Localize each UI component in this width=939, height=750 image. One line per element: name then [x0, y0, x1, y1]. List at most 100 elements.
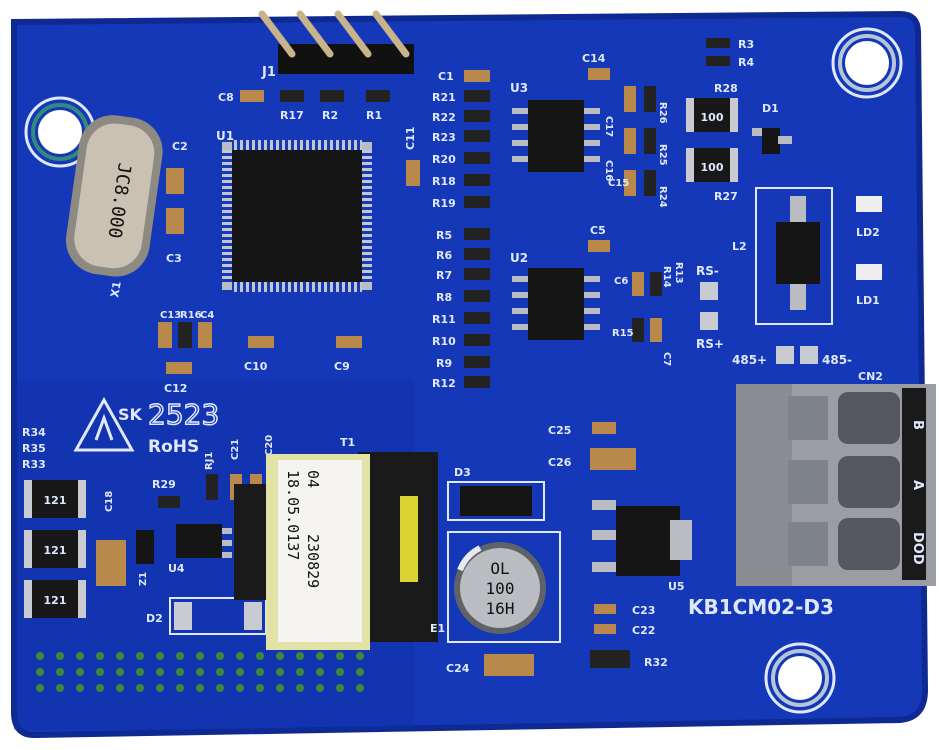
diode-d3	[460, 486, 532, 516]
label-c13: C13	[160, 310, 181, 321]
resistor-r28: 100	[686, 98, 738, 132]
label-c7: C7	[661, 352, 672, 366]
label-l2: L2	[732, 240, 747, 253]
label-r14: R14	[661, 266, 672, 288]
capacitor-e1	[454, 542, 546, 634]
label-r34: R34	[22, 426, 46, 439]
resistor-r29	[158, 496, 180, 508]
label-c16: C16	[603, 160, 614, 181]
label-c23: C23	[632, 604, 655, 617]
label-u3: U3	[510, 81, 528, 95]
resistor-rj1	[206, 474, 218, 500]
crystal-x1: JC8.000	[65, 115, 163, 277]
label-d1: D1	[762, 102, 779, 115]
capacitor-c18	[96, 540, 126, 586]
label-r27: R27	[714, 190, 738, 203]
label-c4: C4	[200, 310, 214, 321]
transformer-marking-2: 04	[304, 470, 322, 488]
label-u5: U5	[668, 580, 685, 593]
resistor-r32	[590, 650, 630, 668]
pad-rs-minus	[700, 282, 718, 300]
led-ld1	[856, 264, 882, 280]
resistor-r35: 121	[24, 530, 86, 568]
mcu-u1	[222, 140, 372, 292]
resistor-r28-marking: 100	[701, 111, 724, 124]
pad-485-plus	[776, 346, 794, 364]
transformer-marking-3: 230829	[304, 534, 322, 588]
label-r33: R33	[22, 458, 46, 471]
capacitor-c5	[588, 240, 610, 252]
pad-485-minus	[800, 346, 818, 364]
label-u1: U1	[216, 129, 234, 143]
regulator-u5	[592, 500, 692, 576]
capacitor-c23	[594, 604, 616, 614]
label-r19: R19	[432, 197, 456, 210]
capacitor-c4	[198, 322, 212, 348]
transformer-t1	[234, 452, 438, 650]
capacitor-c9	[336, 336, 362, 348]
label-c22: C22	[632, 624, 655, 637]
capacitor-c13	[158, 322, 172, 348]
transformer-marking-1: 18.05.0137	[284, 470, 302, 560]
label-r20: R20	[432, 153, 456, 166]
label-r26: R26	[657, 102, 668, 124]
label-c18: C18	[104, 491, 115, 512]
label-r24: R24	[657, 186, 668, 208]
ic-u4	[176, 524, 232, 558]
label-r10: R10	[432, 335, 456, 348]
label-d2: D2	[146, 612, 163, 625]
label-r32: R32	[644, 656, 668, 669]
capacitor-marking-3: 16H	[486, 599, 515, 618]
diode-d2-pad-right	[244, 602, 262, 630]
label-c15: C15	[608, 178, 629, 189]
esd-warning-icon	[73, 396, 135, 452]
label-c5: C5	[590, 224, 606, 237]
label-r11: R11	[432, 313, 456, 326]
label-r1: R1	[366, 109, 382, 122]
inductor-l2	[776, 196, 820, 310]
diode-d2-pad-left	[174, 602, 192, 630]
label-c26: C26	[548, 456, 572, 469]
label-r18: R18	[432, 175, 456, 188]
diode-z1	[136, 530, 154, 564]
label-rs-plus: RS+	[696, 337, 724, 351]
resistor-r27: 100	[686, 148, 738, 182]
label-c10: C10	[244, 360, 268, 373]
label-r2: R2	[322, 109, 338, 122]
label-r4: R4	[738, 56, 754, 69]
resistor-r33: 121	[24, 580, 86, 618]
capacitor-c24	[484, 654, 534, 676]
label-r12: R12	[432, 377, 456, 390]
resistor-r33-marking: 121	[44, 594, 67, 607]
label-c17: C17	[603, 116, 614, 137]
ic-u3	[512, 100, 600, 172]
date-code: 2523	[148, 398, 219, 431]
capacitor-c22	[594, 624, 616, 634]
resistor-r4	[706, 56, 730, 66]
label-r35: R35	[22, 442, 46, 455]
label-r13: R13	[673, 262, 684, 284]
capacitor-c26	[590, 448, 636, 470]
label-u4: U4	[168, 562, 185, 575]
terminal-block-cn2	[736, 384, 936, 586]
label-d3: D3	[454, 466, 471, 479]
diode-d3-outline	[447, 481, 545, 521]
resistor-r35-marking: 121	[44, 544, 67, 557]
mounting-hole-tr	[831, 27, 903, 99]
board-model-label: KB1CM02-D3	[688, 595, 834, 619]
capacitor-c3	[166, 208, 184, 234]
label-j1: J1	[261, 65, 276, 80]
pad-rs-plus	[700, 312, 718, 330]
capacitor-marking-1: OL	[490, 559, 509, 578]
capacitor-c2	[166, 168, 184, 194]
label-r15: R15	[612, 328, 634, 339]
label-c21: C21	[230, 439, 241, 460]
label-r5: R5	[436, 229, 452, 242]
label-r23: R23	[432, 131, 456, 144]
label-c20: C20	[264, 435, 275, 456]
brand-mark: SK	[118, 405, 143, 424]
label-cn2: CN2	[858, 370, 883, 383]
smd-cluster-u2	[632, 272, 662, 342]
label-r28: R28	[714, 82, 738, 95]
label-c24: C24	[446, 662, 470, 675]
